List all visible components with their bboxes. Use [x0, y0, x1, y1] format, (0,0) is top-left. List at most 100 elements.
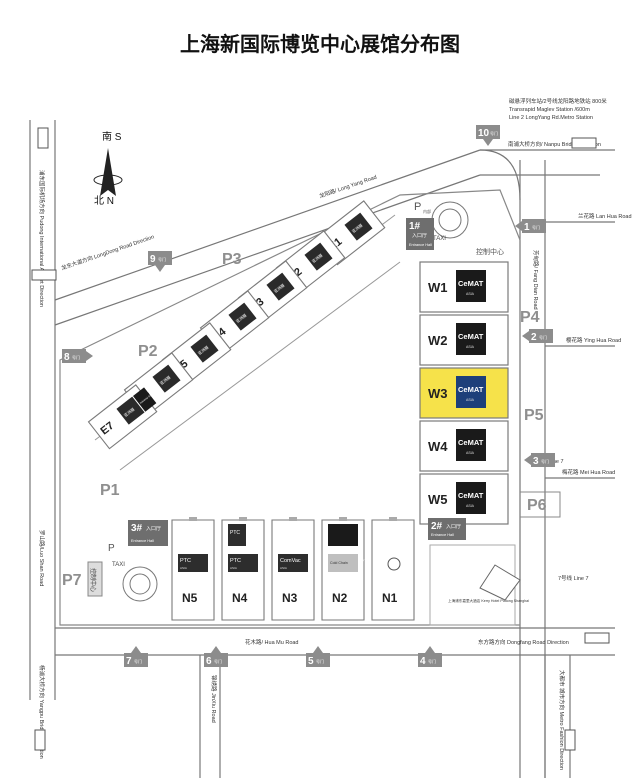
- hall-name: W1: [428, 280, 448, 295]
- exhibitor-logo-icon: [178, 554, 208, 572]
- hall-logo-text: CeMAT: [458, 332, 484, 341]
- parking-p4: P4: [520, 309, 540, 326]
- hall-name: N4: [232, 591, 248, 605]
- gate-number: 10: [478, 128, 490, 139]
- exhibitor-logo-icon: [116, 396, 145, 425]
- hall-logo-text: CeMAT: [458, 438, 484, 447]
- parking-p7: P7: [62, 572, 82, 589]
- p6-box: [519, 491, 561, 518]
- staff-parking-p: P: [414, 201, 421, 213]
- gate-number: 6: [206, 656, 212, 667]
- cemat-logo-icon: [456, 482, 486, 514]
- parking-p6: P6: [527, 497, 547, 514]
- venue-boundary: [59, 189, 521, 626]
- road-line7-b: 7号线 Line 7: [558, 574, 589, 582]
- gate-label: 号门: [214, 658, 222, 664]
- entrance-number: 2#: [431, 521, 443, 532]
- hall-n1[interactable]: N1: [371, 517, 415, 621]
- hall-logo-text: CeMAT: [458, 491, 484, 500]
- gate-number: 7: [126, 656, 132, 667]
- hall-logo-sub: ASIA: [230, 566, 237, 570]
- gate-label: 号门: [490, 130, 498, 136]
- hall-name: W3: [428, 386, 448, 401]
- road-yinghua: 樱花路 Ying Hua Road: [566, 336, 621, 344]
- compass-south: 南 S: [102, 130, 122, 143]
- hall-logo-sub: ASIA: [466, 398, 475, 402]
- gate-number: 2: [531, 332, 537, 343]
- cold-chain-text: Cold Chain: [330, 561, 348, 565]
- gate-label: 号门: [158, 256, 166, 262]
- road-longdong: 龙东大道方向 LongDong Road Direction: [60, 232, 155, 271]
- road-metro-city: 大都市 城市方向 Metro Fashion Direction: [558, 670, 566, 770]
- arrow-yangpu-icon: [34, 729, 46, 751]
- gate-label: 号门: [428, 658, 436, 664]
- entrance-label-en: Entrance Hall: [431, 533, 454, 537]
- e-halls: E1亚洲展E2亚洲展E3亚洲展E4亚洲展E5亚洲展E6亚洲展E7亚洲展Indus…: [87, 200, 386, 450]
- road-dongfang: 东方路方向 Dongfang Road Direction: [478, 638, 569, 646]
- gate-arrow-icon: [425, 646, 435, 653]
- entrance-hall-2[interactable]: 2#入口厅 Entrance Hall: [428, 518, 466, 540]
- cemat-logo-icon: [456, 323, 486, 355]
- arrow-longdong-icon: [31, 269, 57, 281]
- parking-p2: P2: [138, 343, 158, 360]
- arrow-dongfang-icon: [584, 632, 610, 644]
- entrance-number: 3#: [131, 523, 143, 534]
- gate-number: 1: [524, 222, 530, 233]
- entrance-number: 1#: [409, 221, 421, 232]
- hall-name: W4: [428, 439, 448, 454]
- gate-arrow-icon: [155, 265, 165, 272]
- gate-arrow-icon: [524, 455, 531, 465]
- hall-n2[interactable]: N2HEAVY MACHINERYASIACold Chain: [321, 517, 365, 621]
- gate-arrow-icon: [483, 139, 493, 146]
- arrow-nanpu-icon: [571, 137, 597, 149]
- gate-arrow-icon: [211, 646, 221, 653]
- hall-name: N5: [182, 591, 198, 605]
- entrance-label-cn: 入口厅: [446, 524, 461, 530]
- entrance-label-en: Entrance Hall: [131, 539, 154, 543]
- hall-name: W2: [428, 333, 448, 348]
- parking-p5: P5: [524, 407, 544, 424]
- industrial-supply-logo-icon: [133, 387, 157, 412]
- taxi-label-1: TAXI: [433, 236, 446, 242]
- maglev-note-line-1: 磁悬浮列车站/2号线龙阳路地铁站 800米: [509, 97, 607, 105]
- road-jinxiu: 锦绣路 JinXiu Road: [210, 675, 218, 723]
- gate-arrow-icon: [131, 646, 141, 653]
- road-fangdian: 芳甸路/ Fang Dian Road: [532, 250, 540, 310]
- exhibitor-logo-icon: [266, 272, 295, 301]
- hall-logo-text: CeMAT: [458, 279, 484, 288]
- gate-arrow-icon: [522, 331, 529, 341]
- hall-logo-sub: ASIA: [466, 504, 475, 508]
- gate-number: 8: [64, 352, 70, 363]
- direction-arrows: [31, 127, 610, 751]
- hall-logo-text: ComVac: [280, 558, 301, 564]
- hall-symbol-icon: [387, 557, 401, 571]
- hall-name: N2: [332, 591, 348, 605]
- maglev-note-line-3: Line 2 LongYang Rd.Metro Station: [509, 115, 593, 121]
- map-title: 上海新国际博览中心展馆分布图: [180, 32, 460, 56]
